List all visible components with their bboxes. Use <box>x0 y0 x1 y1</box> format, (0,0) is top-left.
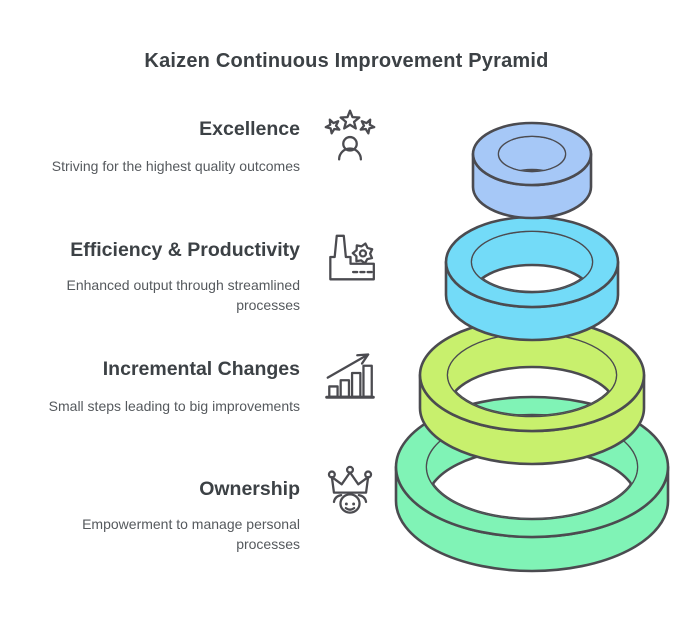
factory-gear-icon <box>321 227 379 285</box>
level-description-ownership: Empowerment to manage personal processes <box>82 516 300 552</box>
page-title: Kaizen Continuous Improvement Pyramid <box>144 50 549 72</box>
level-description-excellence: Striving for the highest quality outcome… <box>51 158 300 174</box>
ring-incremental-changes <box>418 317 646 466</box>
level-heading-efficiency-productivity: Efficiency & Productivity <box>70 239 300 261</box>
growth-chart-icon <box>321 345 379 403</box>
crown-face-icon <box>321 461 379 519</box>
level-heading-excellence: Excellence <box>199 118 300 140</box>
level-heading-incremental-changes: Incremental Changes <box>102 358 300 380</box>
stars-person-icon <box>321 106 379 164</box>
ring-excellence <box>471 121 593 220</box>
level-heading-ownership: Ownership <box>199 478 300 500</box>
ring-efficiency-productivity <box>444 215 620 342</box>
level-description-efficiency-productivity: Enhanced output through streamlined proc… <box>66 277 301 313</box>
level-description-incremental-changes: Small steps leading to big improvements <box>48 398 300 414</box>
